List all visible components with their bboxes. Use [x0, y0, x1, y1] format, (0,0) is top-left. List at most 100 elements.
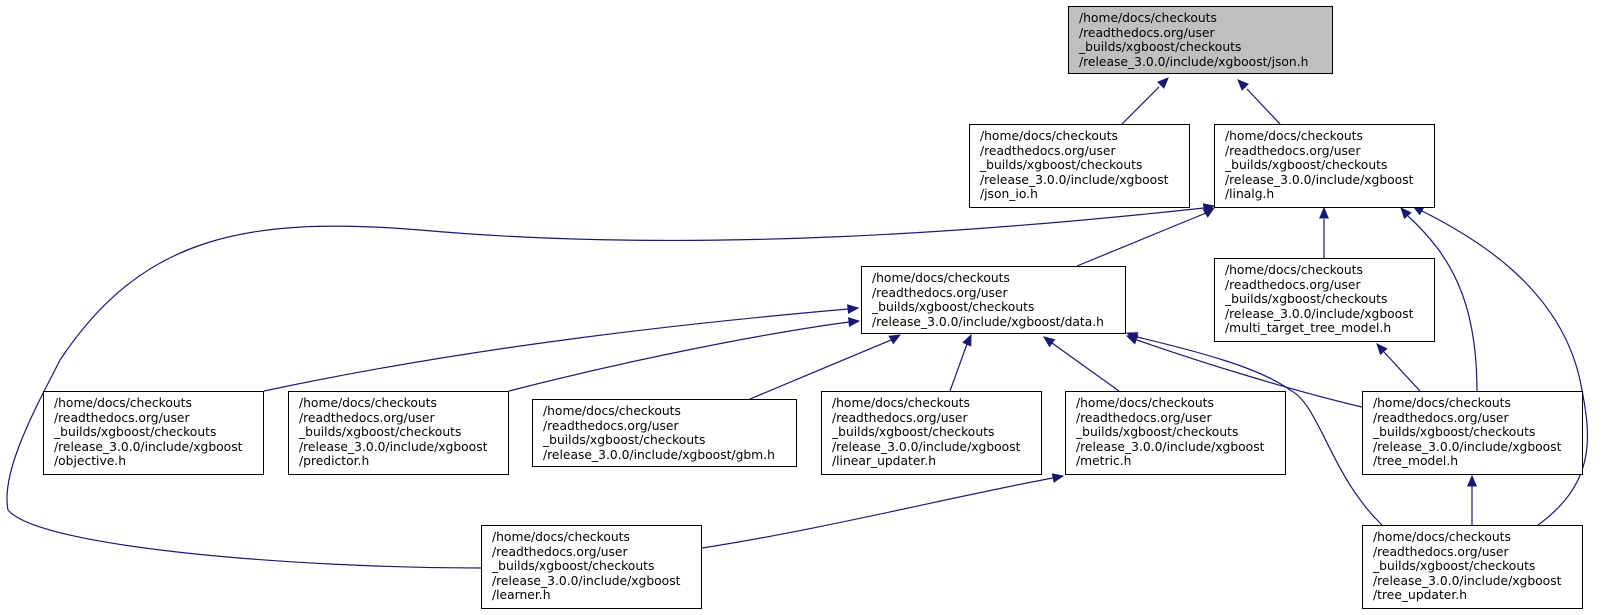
arrowhead-json_io_h-to-json_h [1157, 77, 1169, 89]
arrowhead-tree_updater_h-to-tree_model_h [1467, 474, 1477, 487]
node-objective-h[interactable]: /home/docs/checkouts/readthedocs.org/use… [43, 391, 264, 475]
arrowhead-tree_model_h-to-multi_target_tree_model_h [1376, 343, 1388, 356]
arrowhead-linear_updater_h-to-data_h [962, 333, 972, 347]
node-label-line: _builds/xgboost/checkouts [299, 425, 462, 440]
node-label-line: /predictor.h [299, 454, 370, 469]
node-multi-target-tree-model-h[interactable]: /home/docs/checkouts/readthedocs.org/use… [1214, 258, 1435, 342]
arrowhead-predictor_h-to-data_h [848, 317, 861, 327]
edge-json_io_h-to-json_h [1121, 86, 1160, 125]
node-label-line: /tree_updater.h [1373, 588, 1467, 603]
node-label-line: /home/docs/checkouts [1076, 396, 1214, 410]
node-label-line: _builds/xgboost/checkouts [543, 433, 706, 448]
node-label-line: _builds/xgboost/checkouts [1076, 425, 1239, 440]
node-linear-updater-h[interactable]: /home/docs/checkouts/readthedocs.org/use… [821, 391, 1042, 475]
node-label-line: /readthedocs.org/user [1373, 544, 1509, 559]
node-label-line: _builds/xgboost/checkouts [492, 559, 655, 574]
edge-tree_updater_h-to-data_h [1136, 336, 1383, 526]
node-data-h[interactable]: /home/docs/checkouts/readthedocs.org/use… [861, 266, 1126, 334]
node-label-line: /home/docs/checkouts [1225, 129, 1363, 143]
node-label-line: /home/docs/checkouts [492, 530, 630, 544]
node-predictor-h[interactable]: /home/docs/checkouts/readthedocs.org/use… [288, 391, 509, 475]
node-label-line: _builds/xgboost/checkouts [1225, 158, 1388, 173]
node-label-line: /readthedocs.org/user [492, 544, 628, 559]
edge-objective_h-to-data_h [263, 308, 849, 392]
node-label-line: /home/docs/checkouts [54, 396, 192, 410]
node-label-line: /metric.h [1076, 454, 1132, 469]
node-label-line: /release_3.0.0/include/xgboost/data.h [872, 314, 1104, 329]
node-label-line: /home/docs/checkouts [832, 396, 970, 410]
node-label-line: _builds/xgboost/checkouts [980, 158, 1143, 173]
node-label-line: /release_3.0.0/include/xgboost/json.h [1079, 54, 1309, 69]
arrowhead-learner_h-to-linalg_h [1202, 203, 1216, 213]
edge-learner_h-to-metric_h [701, 477, 1054, 549]
arrowhead-objective_h-to-data_h [847, 304, 860, 314]
node-label-line: /readthedocs.org/user [299, 410, 435, 425]
node-label-line: /release_3.0.0/include/xgboost [1373, 439, 1562, 454]
edge-tree_model_h-to-linalg_h [1407, 215, 1478, 392]
node-label-line: /linalg.h [1225, 187, 1275, 202]
node-label-line: _builds/xgboost/checkouts [1373, 425, 1536, 440]
edge-metric_h-to-data_h [1051, 342, 1120, 392]
node-label-line: /learner.h [492, 588, 551, 603]
node-label-line: _builds/xgboost/checkouts [1373, 559, 1536, 574]
node-label-line: /multi_target_tree_model.h [1225, 321, 1392, 336]
edge-tree_updater_h-to-linalg_h [1421, 210, 1589, 526]
node-label-line: /readthedocs.org/user [1373, 410, 1509, 425]
edge-gbm_h-to-data_h [749, 339, 892, 400]
node-label-line: /home/docs/checkouts [543, 404, 681, 418]
node-label-line: /readthedocs.org/user [832, 410, 968, 425]
node-label-line: /release_3.0.0/include/xgboost [1225, 306, 1414, 321]
node-label-line: _builds/xgboost/checkouts [54, 425, 217, 440]
node-metric-h[interactable]: /home/docs/checkouts/readthedocs.org/use… [1065, 391, 1286, 475]
node-label-line: /home/docs/checkouts [1079, 11, 1217, 25]
node-label-line: /release_3.0.0/include/xgboost [832, 439, 1021, 454]
arrowhead-gbm_h-to-data_h [888, 334, 902, 345]
node-label-line: _builds/xgboost/checkouts [872, 300, 1035, 315]
edge-tree_model_h-to-data_h [1136, 339, 1363, 408]
arrowhead-multi_target_tree_model_h-to-linalg_h [1319, 206, 1329, 219]
node-label-line: /release_3.0.0/include/xgboost [54, 439, 243, 454]
edge-predictor_h-to-data_h [508, 321, 850, 392]
node-json-io-h[interactable]: /home/docs/checkouts/readthedocs.org/use… [969, 124, 1190, 208]
node-tree-updater-h[interactable]: /home/docs/checkouts/readthedocs.org/use… [1362, 525, 1583, 609]
arrowhead-learner_h-to-metric_h [1051, 473, 1065, 483]
edge-learner_h-to-linalg_h [6, 207, 1205, 569]
node-label-line: /release_3.0.0/include/xgboost [1373, 573, 1562, 588]
node-label-line: /readthedocs.org/user [543, 418, 679, 433]
edge-tree_model_h-to-multi_target_tree_model_h [1383, 351, 1421, 392]
node-label-line: _builds/xgboost/checkouts [832, 425, 995, 440]
arrowhead-tree_model_h-to-linalg_h [1400, 207, 1412, 220]
node-label-line: _builds/xgboost/checkouts [1079, 40, 1242, 55]
node-label-line: /tree_model.h [1373, 454, 1459, 469]
node-label-line: /release_3.0.0/include/xgboost [1076, 439, 1265, 454]
node-label-line: /readthedocs.org/user [1079, 25, 1215, 40]
node-learner-h[interactable]: /home/docs/checkouts/readthedocs.org/use… [481, 525, 702, 609]
node-gbm-h[interactable]: /home/docs/checkouts/readthedocs.org/use… [532, 399, 797, 467]
arrowhead-tree_updater_h-to-data_h [1125, 332, 1139, 342]
node-label-line: /home/docs/checkouts [980, 129, 1118, 143]
edge-linear_updater_h-to-data_h [949, 343, 968, 392]
node-label-line: /release_3.0.0/include/xgboost [1225, 172, 1414, 187]
node-label-line: /home/docs/checkouts [1225, 263, 1363, 277]
node-label-line: /readthedocs.org/user [1076, 410, 1212, 425]
node-linalg-h[interactable]: /home/docs/checkouts/readthedocs.org/use… [1214, 124, 1435, 208]
edge-data_h-to-linalg_h [1076, 212, 1207, 267]
node-label-line: /release_3.0.0/include/xgboost/gbm.h [543, 447, 775, 462]
arrowhead-linalg_h-to-json_h [1237, 79, 1249, 91]
edge-linalg_h-to-json_h [1246, 88, 1281, 125]
node-label-line: /release_3.0.0/include/xgboost [980, 172, 1169, 187]
node-label-line: /release_3.0.0/include/xgboost [492, 573, 681, 588]
node-label-line: /readthedocs.org/user [1225, 277, 1361, 292]
node-label-line: /linear_updater.h [832, 454, 937, 469]
node-label-line: /readthedocs.org/user [980, 143, 1116, 158]
node-tree-model-h[interactable]: /home/docs/checkouts/readthedocs.org/use… [1362, 391, 1583, 475]
node-label-line: /readthedocs.org/user [1225, 143, 1361, 158]
node-label-line: /home/docs/checkouts [1373, 530, 1511, 544]
node-label-line: /release_3.0.0/include/xgboost [299, 439, 488, 454]
node-json-h[interactable]: /home/docs/checkouts/readthedocs.org/use… [1068, 6, 1333, 74]
node-label-line: /home/docs/checkouts [299, 396, 437, 410]
node-label-line: /readthedocs.org/user [54, 410, 190, 425]
node-label-line: /readthedocs.org/user [872, 285, 1008, 300]
